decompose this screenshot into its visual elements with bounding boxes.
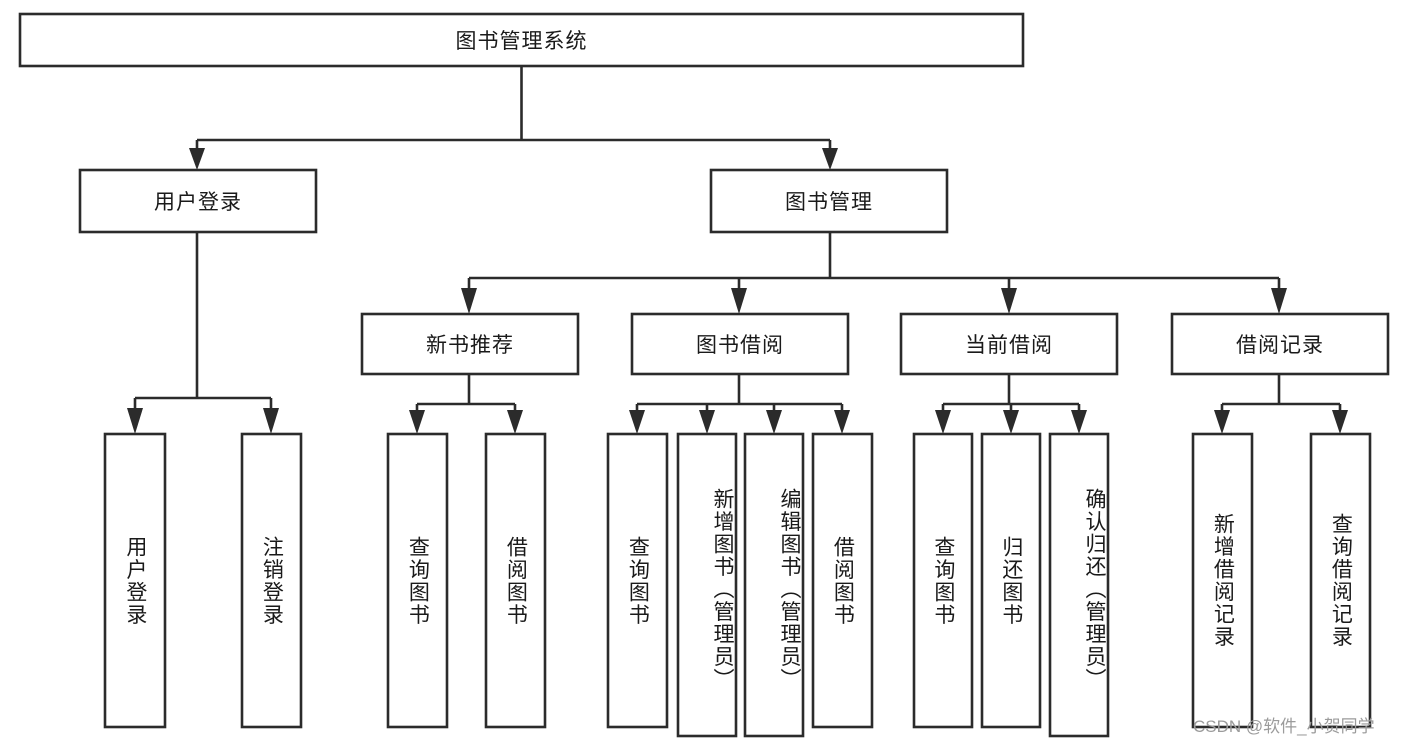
- node-box-leaf-logout-login[interactable]: [240, 432, 303, 729]
- node-box-borrow-record[interactable]: [1170, 312, 1390, 376]
- node-boxes-group: [18, 12, 1390, 738]
- arrow-to-borrow-record: [1271, 288, 1287, 314]
- node-box-book-management[interactable]: [709, 168, 949, 234]
- node-box-leaf-borrow-book-2[interactable]: [811, 432, 874, 729]
- node-box-new-book-recommendation[interactable]: [360, 312, 580, 376]
- node-box-leaf-confirm-return[interactable]: [1048, 432, 1110, 738]
- node-box-leaf-user-login[interactable]: [103, 432, 167, 729]
- node-box-leaf-add-book-admin[interactable]: [676, 432, 738, 738]
- node-box-leaf-query-book-3[interactable]: [912, 432, 974, 729]
- arrow-to-leaf-borrow-book-1: [507, 410, 523, 434]
- edges-group: [127, 66, 1348, 434]
- arrow-to-user-login: [189, 148, 205, 170]
- node-box-leaf-edit-book-admin[interactable]: [743, 432, 805, 738]
- arrow-to-book-borrow: [731, 288, 747, 314]
- arrow-to-leaf-logout-login: [263, 408, 279, 434]
- node-box-book-borrow[interactable]: [630, 312, 850, 376]
- arrow-to-leaf-user-login: [127, 408, 143, 434]
- arrow-to-book-management: [822, 148, 838, 170]
- arrow-to-leaf-query-book-1: [409, 410, 425, 434]
- node-box-leaf-return-book[interactable]: [980, 432, 1042, 729]
- node-box-leaf-add-record[interactable]: [1191, 432, 1254, 729]
- node-box-current-borrow[interactable]: [899, 312, 1119, 376]
- arrow-to-leaf-add-book-admin: [699, 410, 715, 434]
- arrow-to-leaf-confirm-return: [1071, 410, 1087, 434]
- arrow-to-leaf-edit-book-admin: [766, 410, 782, 434]
- node-box-root[interactable]: [18, 12, 1025, 68]
- arrow-to-leaf-return-book: [1003, 410, 1019, 434]
- node-box-leaf-query-record[interactable]: [1309, 432, 1372, 729]
- arrow-to-leaf-add-record: [1214, 410, 1230, 434]
- node-box-user-login[interactable]: [78, 168, 318, 234]
- node-box-leaf-query-book-1[interactable]: [386, 432, 449, 729]
- arrow-to-leaf-borrow-book-2: [834, 410, 850, 434]
- node-box-leaf-query-book-2[interactable]: [606, 432, 669, 729]
- arrow-to-current-borrow: [1001, 288, 1017, 314]
- arrow-to-new-book-rec: [461, 288, 477, 314]
- arrow-to-leaf-query-book-2: [629, 410, 645, 434]
- node-box-leaf-borrow-book-1[interactable]: [484, 432, 547, 729]
- arrow-to-leaf-query-record: [1332, 410, 1348, 434]
- arrow-to-leaf-query-book-3: [935, 410, 951, 434]
